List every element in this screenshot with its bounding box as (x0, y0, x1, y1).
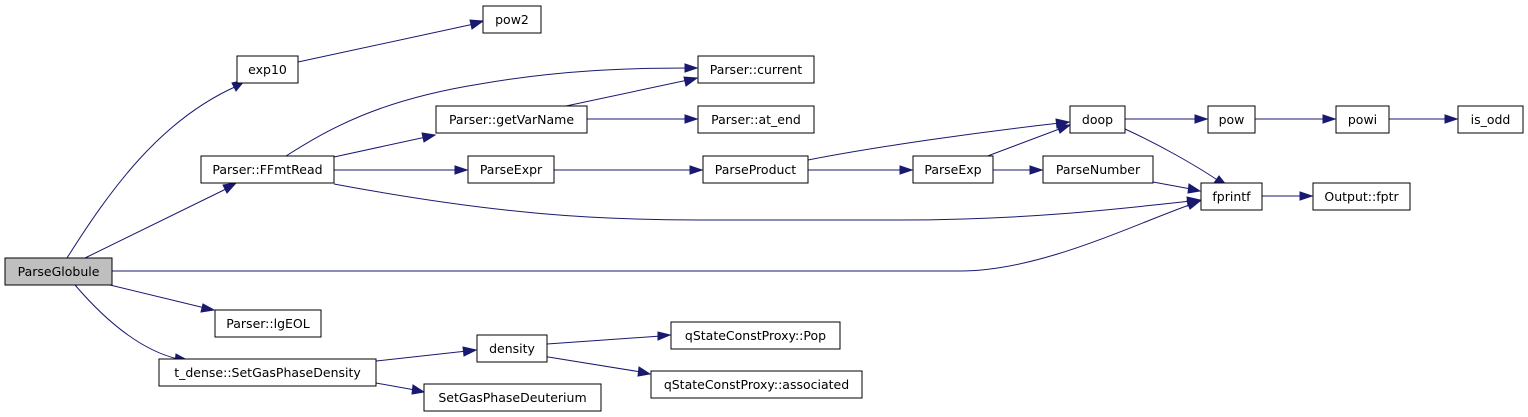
node-label: exp10 (248, 62, 287, 77)
edge-parsenumber-fprintf (1152, 181, 1202, 194)
node-label: qStateConstProxy::Pop (685, 328, 826, 343)
node-parser-current[interactable]: Parser::current (697, 55, 815, 84)
node-parseproduct[interactable]: ParseProduct (702, 155, 809, 184)
edge-ffmtread-fprintf (333, 183, 1202, 221)
node-parser-at-end[interactable]: Parser::at_end (697, 105, 815, 134)
node-qstateconstproxy-pop[interactable]: qStateConstProxy::Pop (670, 321, 841, 350)
edge-parseglobule-setgasphasedensity (74, 284, 189, 364)
node-pow2[interactable]: pow2 (482, 5, 542, 34)
edge-pow-powi (1255, 114, 1337, 124)
node-is-odd[interactable]: is_odd (1457, 105, 1524, 134)
edge-parseglobule-fprintf (112, 200, 1202, 272)
edge-parseexp-parsenumber (993, 165, 1044, 175)
node-label: doop (1082, 112, 1113, 127)
node-label: qStateConstProxy::associated (664, 377, 849, 392)
edge-ffmtread-parseexpr (334, 165, 469, 175)
node-exp10[interactable]: exp10 (236, 55, 299, 84)
edge-ffmtread-getvarname (333, 132, 437, 158)
node-pow[interactable]: pow (1207, 105, 1256, 134)
node-label: Parser::lgEOL (226, 316, 309, 331)
edge-fprintf-fptr (1262, 191, 1314, 201)
node-parseexp[interactable]: ParseExp (912, 155, 994, 184)
nodes: ParseGlobule exp10 Parser::FFmtRead Pars… (4, 5, 1524, 412)
node-label: ParseGlobule (18, 264, 100, 279)
node-t-dense-setgasphasedensity[interactable]: t_dense::SetGasPhaseDensity (158, 358, 377, 387)
node-label: pow2 (495, 12, 529, 27)
node-parser-getvarname[interactable]: Parser::getVarName (435, 105, 588, 134)
node-label: fprintf (1212, 189, 1251, 204)
node-output-fptr[interactable]: Output::fptr (1312, 182, 1411, 211)
node-label: ParseProduct (715, 162, 797, 177)
node-label: Parser::at_end (711, 112, 801, 127)
node-parseexpr[interactable]: ParseExpr (467, 155, 555, 184)
edge-getvarname-current (565, 76, 699, 107)
node-label: Output::fptr (1324, 189, 1399, 204)
edge-ffmtread-current (285, 63, 699, 157)
node-label: ParseNumber (1056, 162, 1141, 177)
edge-parseproduct-doop (807, 118, 1071, 161)
edge-density-pop (546, 331, 672, 345)
edge-parseexp-doop (984, 124, 1072, 158)
edge-parseglobule-lgeol (109, 284, 216, 313)
node-label: ParseExpr (480, 162, 543, 177)
node-qstateconstproxy-associated[interactable]: qStateConstProxy::associated (650, 370, 863, 399)
edge-setgasphasedensity-density (375, 346, 478, 362)
edge-parseglobule-ffmtread (84, 182, 238, 259)
node-parsenumber[interactable]: ParseNumber (1042, 155, 1154, 184)
edge-parseproduct-parseexp (808, 165, 914, 175)
node-label: ParseExp (924, 162, 981, 177)
edge-exp10-pow2 (297, 19, 485, 63)
node-parser-ffmtread[interactable]: Parser::FFmtRead (200, 155, 335, 184)
node-label: Parser::FFmtRead (212, 162, 322, 177)
node-density[interactable]: density (476, 334, 548, 363)
edges (66, 19, 1459, 395)
node-label: density (489, 341, 535, 356)
edge-setgasphasedensity-deuterium (375, 382, 426, 395)
node-powi[interactable]: powi (1335, 105, 1390, 134)
edge-getvarname-at-end (587, 114, 699, 124)
node-parser-lgeol[interactable]: Parser::lgEOL (214, 309, 322, 338)
node-fprintf[interactable]: fprintf (1200, 182, 1263, 211)
node-label: is_odd (1471, 112, 1511, 127)
node-parseglobule[interactable]: ParseGlobule (4, 257, 113, 286)
edge-doop-pow (1125, 114, 1209, 124)
node-label: Parser::getVarName (449, 112, 574, 127)
node-setgasphasedeuterium[interactable]: SetGasPhaseDeuterium (423, 383, 602, 412)
node-label: pow (1219, 112, 1245, 127)
node-doop[interactable]: doop (1069, 105, 1126, 134)
node-label: SetGasPhaseDeuterium (438, 390, 586, 405)
edge-parseexpr-parseproduct (554, 165, 704, 175)
edge-powi-is-odd (1389, 114, 1459, 124)
edge-density-associated (541, 355, 652, 377)
node-label: powi (1348, 112, 1377, 127)
node-label: Parser::current (710, 62, 803, 77)
node-label: t_dense::SetGasPhaseDensity (174, 365, 361, 380)
